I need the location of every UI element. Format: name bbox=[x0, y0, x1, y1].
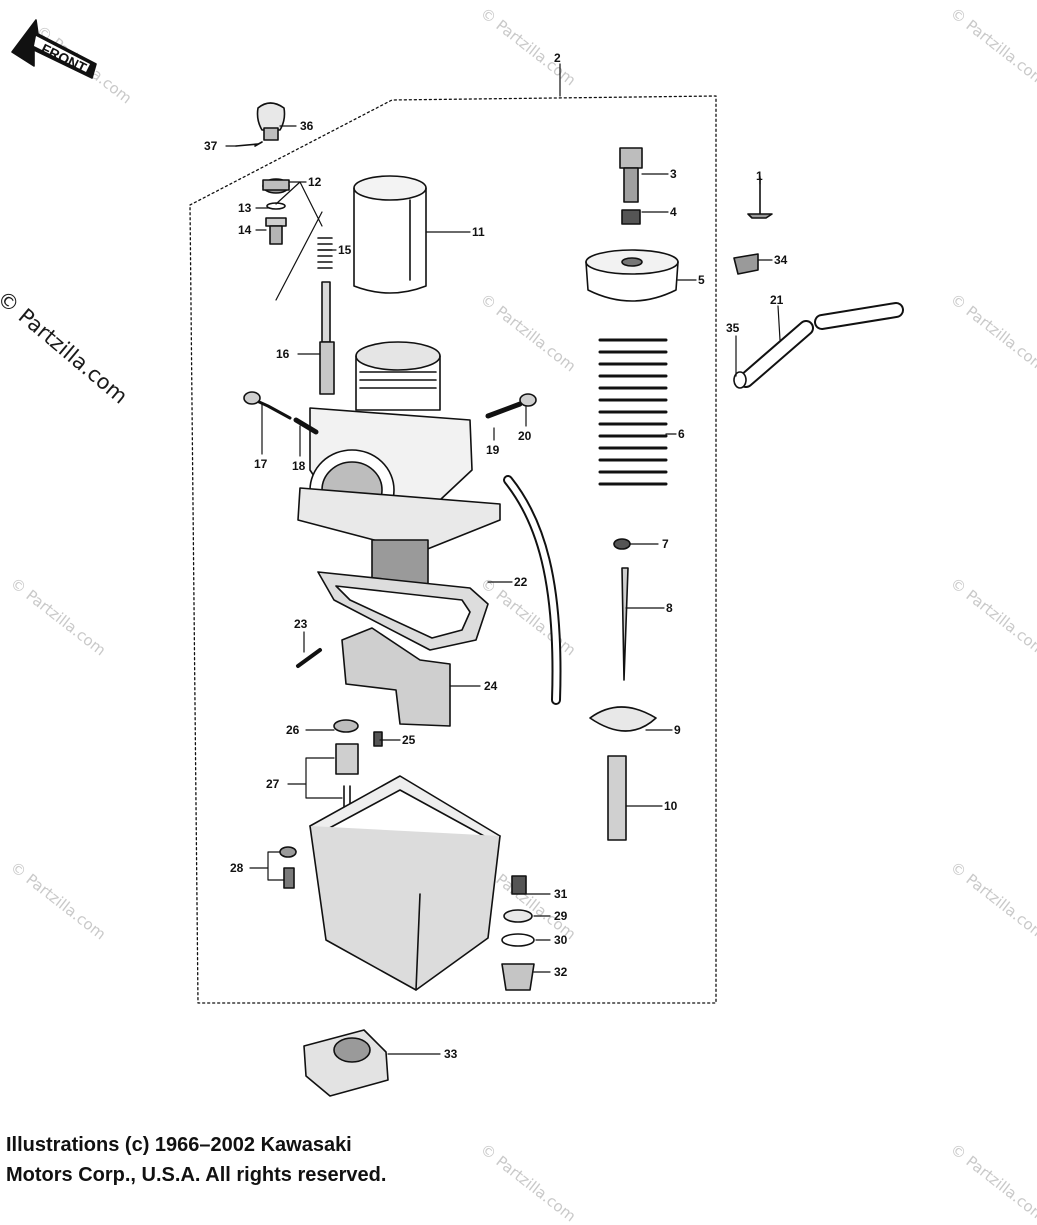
callout-2: 2 bbox=[554, 51, 561, 65]
callout-21: 21 bbox=[770, 293, 784, 307]
throttle-valve-sleeve bbox=[353, 175, 427, 294]
callout-11: 11 bbox=[472, 225, 485, 239]
callout-8: 8 bbox=[666, 601, 673, 615]
copyright-line-1: Illustrations (c) 1966–2002 Kawasaki bbox=[6, 1134, 352, 1156]
callout-19: 19 bbox=[486, 443, 500, 457]
exploded-parts-diagram: FRONT bbox=[11, 19, 904, 1097]
callout-18: 18 bbox=[292, 459, 306, 473]
callout-22: 22 bbox=[514, 575, 528, 589]
callout-10: 10 bbox=[664, 799, 678, 813]
callout-30: 30 bbox=[554, 933, 568, 947]
callout-12: 12 bbox=[308, 175, 322, 189]
callout-14: 14 bbox=[238, 223, 252, 237]
callout-29: 29 bbox=[554, 909, 568, 923]
float-bowl bbox=[309, 775, 501, 991]
callout-32: 32 bbox=[554, 965, 568, 979]
float-bowl-gasket bbox=[317, 571, 489, 651]
assembly-bracket bbox=[189, 95, 717, 1004]
front-arrow-label: FRONT bbox=[39, 40, 90, 76]
far-right-parts bbox=[733, 177, 904, 389]
watermark-tile: © Partzilla.com bbox=[476, 1140, 580, 1225]
callout-17: 17 bbox=[254, 457, 268, 471]
adjust-screw-parts bbox=[243, 391, 537, 435]
spring-and-screw-parts bbox=[317, 237, 335, 395]
callout-1: 1 bbox=[756, 169, 763, 183]
float-parts bbox=[296, 627, 451, 727]
callout-33: 33 bbox=[444, 1047, 458, 1061]
callout-23: 23 bbox=[294, 617, 308, 631]
callout-25: 25 bbox=[402, 733, 416, 747]
callout-27: 27 bbox=[266, 777, 280, 791]
callout-34: 34 bbox=[774, 253, 788, 267]
callout-4: 4 bbox=[670, 205, 677, 219]
callout-13: 13 bbox=[238, 201, 252, 215]
callout-5: 5 bbox=[698, 273, 705, 287]
callout-31: 31 bbox=[554, 887, 568, 901]
callout-6: 6 bbox=[678, 427, 685, 441]
copyright-notice: Illustrations (c) 1966–2002 Kawasaki Mot… bbox=[6, 1130, 386, 1190]
callout-20: 20 bbox=[518, 429, 532, 443]
leader-lines bbox=[225, 63, 781, 1055]
cap-stack-parts bbox=[262, 178, 290, 245]
watermark-tile: © Partzilla.com bbox=[946, 1140, 1037, 1225]
callout-28: 28 bbox=[230, 861, 244, 875]
right-column-parts bbox=[585, 147, 679, 841]
drain-plug-parts bbox=[501, 875, 535, 991]
carburetor-body bbox=[297, 341, 501, 587]
bowl-screw-parts bbox=[279, 846, 297, 889]
callout-9: 9 bbox=[674, 723, 681, 737]
callout-15: 15 bbox=[338, 243, 352, 257]
callout-37: 37 bbox=[204, 139, 218, 153]
callout-numbers: 2 3 4 5 6 7 8 9 10 11 12 13 14 15 16 17 … bbox=[204, 51, 788, 1061]
overflow-tube bbox=[503, 475, 562, 705]
callout-26: 26 bbox=[286, 723, 300, 737]
callout-35: 35 bbox=[726, 321, 740, 335]
main-jet-parts bbox=[333, 719, 383, 811]
copyright-line-2: Motors Corp., U.S.A. All rights reserved… bbox=[6, 1164, 387, 1186]
front-arrow-badge: FRONT bbox=[11, 19, 97, 79]
callout-36: 36 bbox=[300, 119, 314, 133]
callout-24: 24 bbox=[484, 679, 498, 693]
top-cap-part bbox=[235, 102, 286, 147]
intake-holder-part bbox=[303, 1029, 389, 1097]
callout-7: 7 bbox=[662, 537, 669, 551]
callout-16: 16 bbox=[276, 347, 290, 361]
callout-3: 3 bbox=[670, 167, 677, 181]
